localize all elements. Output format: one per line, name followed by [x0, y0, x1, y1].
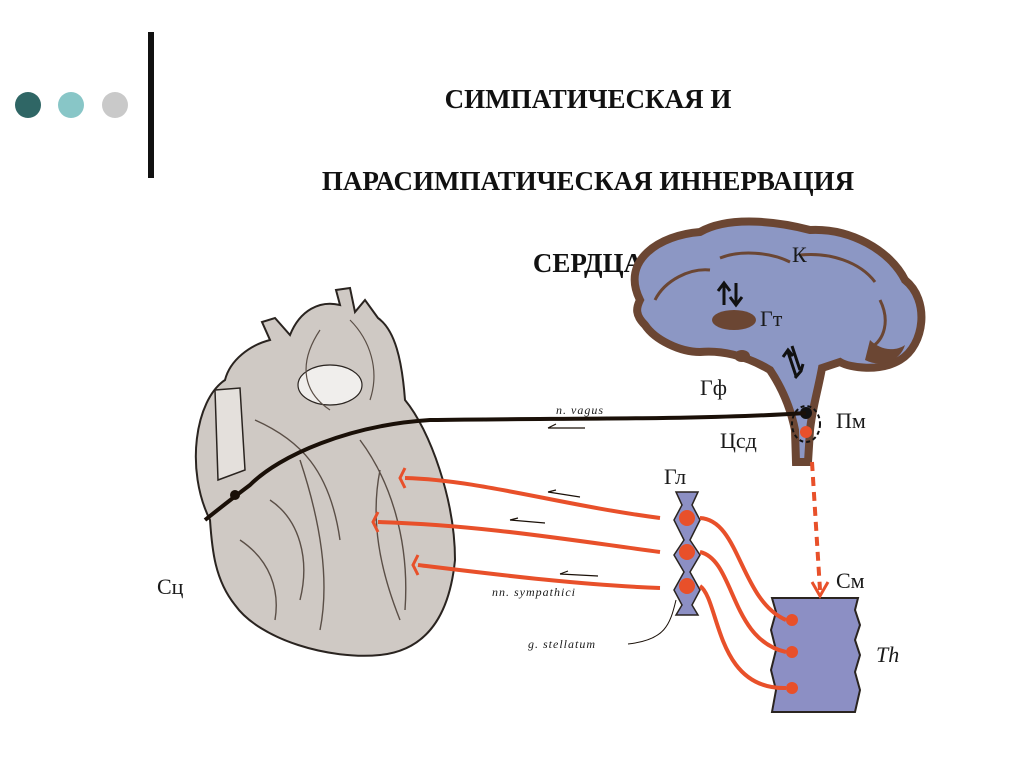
stellate-pointer-line — [628, 600, 676, 644]
label-medulla: Пм — [836, 408, 866, 433]
pituitary-shape — [734, 350, 750, 362]
label-cortex: К — [792, 242, 807, 267]
ganglion-node-3 — [679, 578, 695, 594]
spinal-cord-segment — [771, 598, 860, 712]
ganglion-node-2 — [679, 544, 695, 560]
stellate-ganglion — [674, 492, 700, 615]
label-sympathetic: nn. sympathici — [492, 585, 576, 599]
sympathetic-center — [800, 426, 812, 438]
descending-pathway — [812, 462, 820, 590]
label-pituitary: Гф — [700, 375, 727, 400]
spinal-neuron-1 — [786, 614, 798, 626]
label-spinal-cord: См — [836, 568, 865, 593]
label-heart: Сц — [157, 574, 184, 599]
heart-vessel-left — [215, 388, 245, 480]
brain-illustration — [635, 222, 922, 462]
label-hypothalamus: Гт — [760, 306, 783, 331]
label-stellate: g. stellatum — [528, 637, 596, 651]
direction-arrow-1 — [548, 490, 580, 497]
spinal-cord-shape — [771, 598, 860, 712]
label-thoracic: Th — [876, 642, 899, 667]
label-ganglion: Гл — [664, 464, 686, 489]
label-cardiovascular-center: Цсд — [720, 428, 757, 453]
ganglion-node-1 — [679, 510, 695, 526]
direction-arrow-2 — [510, 518, 545, 523]
spinal-neuron-2 — [786, 646, 798, 658]
heart-illustration — [196, 288, 455, 656]
hypothalamus-shape — [712, 310, 756, 330]
direction-arrow-3 — [560, 571, 598, 576]
vagus-ending — [230, 490, 240, 500]
heart-aorta-highlight — [298, 365, 362, 405]
label-vagus: n. vagus — [556, 403, 604, 417]
spinal-neuron-3 — [786, 682, 798, 694]
vagus-direction-arrow — [548, 424, 585, 428]
